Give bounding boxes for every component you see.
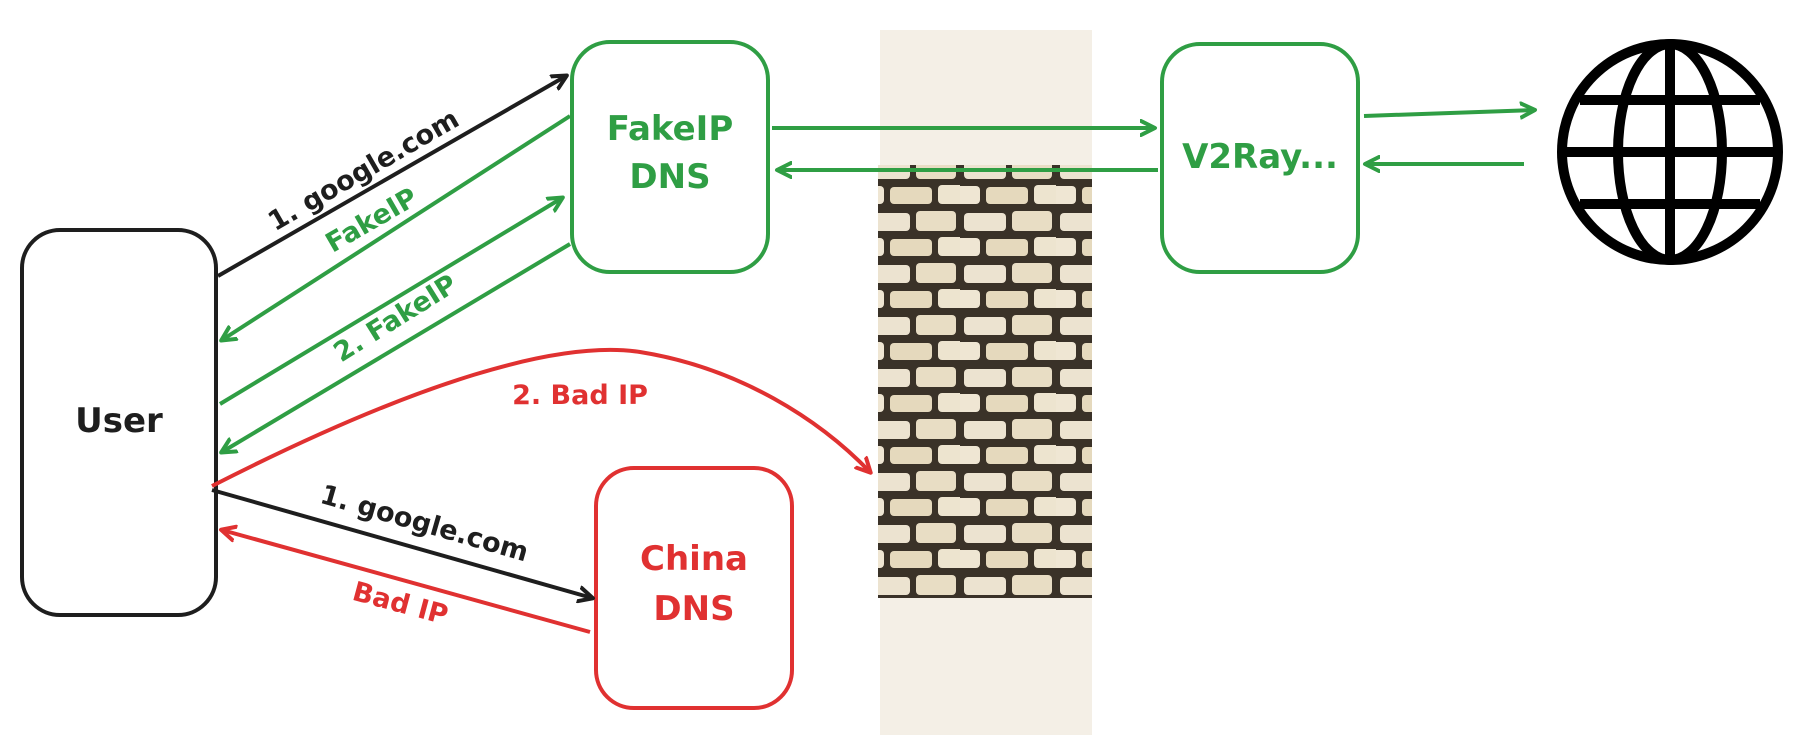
arrow-user-to-wall: [211, 348, 870, 488]
v2ray-label: V2Ray...: [1182, 137, 1338, 177]
china-dns-node: China DNS: [594, 466, 794, 710]
edge-fakeip-to-user-second: 2. FakeIP: [222, 242, 572, 452]
china-dns-label-line2: DNS: [653, 589, 734, 629]
arrow-v2ray-to-internet: [1363, 110, 1534, 116]
globe-icon: [1557, 39, 1783, 265]
user-node: User: [20, 228, 218, 617]
label-user-to-china-query: 1. google.com: [317, 479, 532, 568]
label-china-to-user-reply: Bad IP: [349, 576, 451, 631]
arrow-user-to-fakeip-query: [217, 76, 566, 278]
china-dns-label-line1: China: [640, 539, 748, 579]
edge-user-to-wall: 2. Bad IP: [211, 348, 870, 488]
fakeip-dns-label-line2: DNS: [629, 157, 710, 197]
v2ray-node: V2Ray...: [1160, 42, 1360, 274]
edge-user-to-fakeip-query: 1. google.com: [217, 76, 566, 278]
v2ray-box: [1160, 42, 1360, 274]
arrow-fakeip-to-user-second: [222, 242, 572, 452]
arrow-user-to-china-query: [211, 488, 592, 598]
user-label: User: [75, 401, 163, 441]
user-box: [20, 228, 218, 617]
arrow-fakeip-to-user-reply: [222, 114, 572, 340]
label-user-to-wall: 2. Bad IP: [512, 380, 648, 411]
fakeip-dns-box: [570, 40, 770, 274]
edge-v2ray-to-internet: [1363, 110, 1534, 116]
china-dns-box: [594, 466, 794, 710]
edge-user-to-fakeip-second: [218, 198, 562, 406]
arrow-user-to-fakeip-second: [218, 198, 562, 406]
fakeip-dns-node: FakeIP DNS: [570, 40, 770, 274]
great-wall: [878, 30, 1092, 735]
fakeip-dns-label-line1: FakeIP: [607, 109, 734, 149]
brick-wall-icon: [878, 165, 1092, 598]
arrow-china-to-user-reply: [222, 530, 591, 634]
